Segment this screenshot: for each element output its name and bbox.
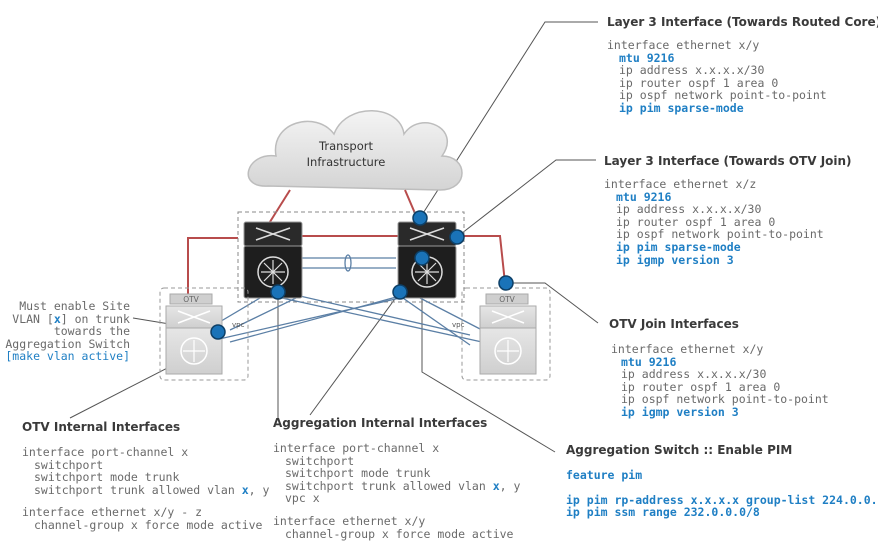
agg-pim-block: Aggregation Switch :: Enable PIM feature…: [566, 443, 878, 519]
left-aggregation-switch: [243, 221, 303, 299]
otv-internal-line: switchport trunk allowed vlan x, y: [34, 482, 270, 497]
l3-core-block: Layer 3 Interface (Towards Routed Core) …: [607, 15, 878, 115]
otv-internal-line: switchport mode trunk: [34, 470, 180, 485]
callout-dot-agg-pim: [414, 250, 430, 266]
otv-join-line: interface ethernet x/y: [611, 342, 764, 356]
l3-core-line: ip ospf network point-to-point: [619, 88, 827, 103]
left-vpc-label: vpc: [232, 321, 245, 329]
agg-pim-line: feature pim: [566, 468, 643, 482]
l3-core-line: ip router ospf 1 area 0: [619, 75, 779, 90]
site-vlan-note-line1: Must enable Site: [19, 299, 130, 313]
right-vpc-label: vpc: [452, 321, 465, 329]
otv-internal-title: OTV Internal Interfaces: [22, 420, 181, 434]
l3-otv-line: ip pim sparse-mode: [616, 239, 741, 254]
site-vlan-note-line2: VLAN [x] on trunk: [12, 311, 130, 326]
callout-dot-l3-core: [412, 210, 428, 226]
otv-join-line: ip ospf network point-to-point: [621, 392, 829, 407]
otv-internal-line: interface ethernet x/y - z: [22, 505, 203, 520]
otv-join-line: mtu 9216: [621, 354, 677, 369]
callout-dot-otv-internal: [210, 324, 226, 340]
link-left-agg-to-cloud: [267, 189, 291, 226]
l3-otv-title: Layer 3 Interface (Towards OTV Join): [604, 154, 852, 168]
callout-dot-l3-otv-join: [449, 229, 465, 245]
leader-l3-core: [419, 21, 598, 219]
l3-core-line: mtu 9216: [619, 50, 675, 65]
callout-dot-otv-join: [498, 275, 514, 291]
l3-core-line: interface ethernet x/y: [607, 38, 760, 52]
right-aggregation-switch: [397, 221, 457, 299]
agg-internal-line: interface ethernet x/y: [273, 513, 426, 528]
agg-internal-line: switchport mode trunk: [285, 466, 431, 481]
otv-join-title: OTV Join Interfaces: [609, 317, 739, 331]
otv-internal-line: interface port-channel x: [22, 445, 189, 459]
otv-internal-block: OTV Internal Interfaces interface port-c…: [22, 420, 269, 532]
cloud-label-line1: Transport: [318, 139, 373, 153]
agg-internal-line: vpc x: [285, 491, 320, 506]
otv-join-line: ip router ospf 1 area 0: [621, 379, 781, 394]
l3-otv-line: interface ethernet x/z: [604, 177, 757, 191]
otv-join-line: ip igmp version 3: [621, 404, 739, 419]
l3-otv-line: ip address x.x.x.x/30: [616, 202, 762, 217]
agg-pim-line: ip pim rp-address x.x.x.x group-list 224…: [566, 492, 878, 507]
link-left-otv-join: [187, 237, 238, 296]
l3-otv-line: ip router ospf 1 area 0: [616, 214, 776, 229]
left-otv-device: OTV vpc: [159, 287, 249, 381]
internal-links: [205, 295, 483, 346]
otv-internal-line: switchport: [34, 457, 104, 472]
agg-internal-title: Aggregation Internal Interfaces: [273, 416, 488, 430]
l3-core-title: Layer 3 Interface (Towards Routed Core): [607, 15, 878, 29]
l3-otv-line: mtu 9216: [616, 189, 672, 204]
callout-dot-agg-internal-left: [270, 284, 286, 300]
l3-otv-block: Layer 3 Interface (Towards OTV Join) int…: [604, 154, 852, 266]
otv-join-line: ip address x.x.x.x/30: [621, 367, 767, 382]
otv-internal-line: channel-group x force mode active: [34, 517, 263, 532]
l3-otv-line: ip ospf network point-to-point: [616, 227, 824, 242]
site-vlan-note-line3: towards the: [53, 324, 130, 339]
agg-internal-line: channel-group x force mode active: [285, 526, 514, 541]
agg-internal-line: switchport: [285, 453, 355, 468]
right-otv-label: OTV: [499, 295, 515, 304]
l3-core-line: ip address x.x.x.x/30: [619, 63, 765, 78]
agg-internal-block: Aggregation Internal Interfaces interfac…: [273, 416, 520, 540]
l3-core-line: ip pim sparse-mode: [619, 100, 744, 115]
site-vlan-note-line4: Aggregation Switch: [5, 336, 130, 351]
agg-internal-line: interface port-channel x: [273, 441, 440, 455]
leader-agg-internal: [309, 291, 401, 416]
aggregation-pair-frame: [237, 211, 465, 303]
leader-otv-join: [506, 282, 599, 324]
callout-dots: [210, 210, 514, 340]
agg-pim-line: ip pim ssm range 232.0.0.0/8: [566, 505, 760, 520]
callout-dot-agg-internal-right: [392, 284, 408, 300]
agg-pim-title: Aggregation Switch :: Enable PIM: [566, 443, 793, 457]
site-vlan-note: Must enable Site VLAN [x] on trunk towar…: [4, 300, 130, 363]
link-join-to-right-otv: [300, 235, 506, 284]
cloud-label-line2: Infrastructure: [307, 155, 386, 169]
otv-join-block: OTV Join Interfaces interface ethernet x…: [609, 317, 829, 419]
site-vlan-note-line5: [make vlan active]: [5, 349, 130, 364]
left-otv-label: OTV: [183, 295, 199, 304]
transport-cloud: Transport Infrastructure: [247, 110, 463, 191]
agg-internal-line: switchport trunk allowed vlan x, y: [285, 478, 521, 493]
l3-otv-line: ip igmp version 3: [616, 252, 734, 267]
right-otv-device: OTV vpc: [452, 287, 551, 381]
l3-links: [187, 189, 506, 296]
leader-l3-otv-join: [456, 159, 596, 238]
vpc-peer-link: [302, 254, 396, 272]
